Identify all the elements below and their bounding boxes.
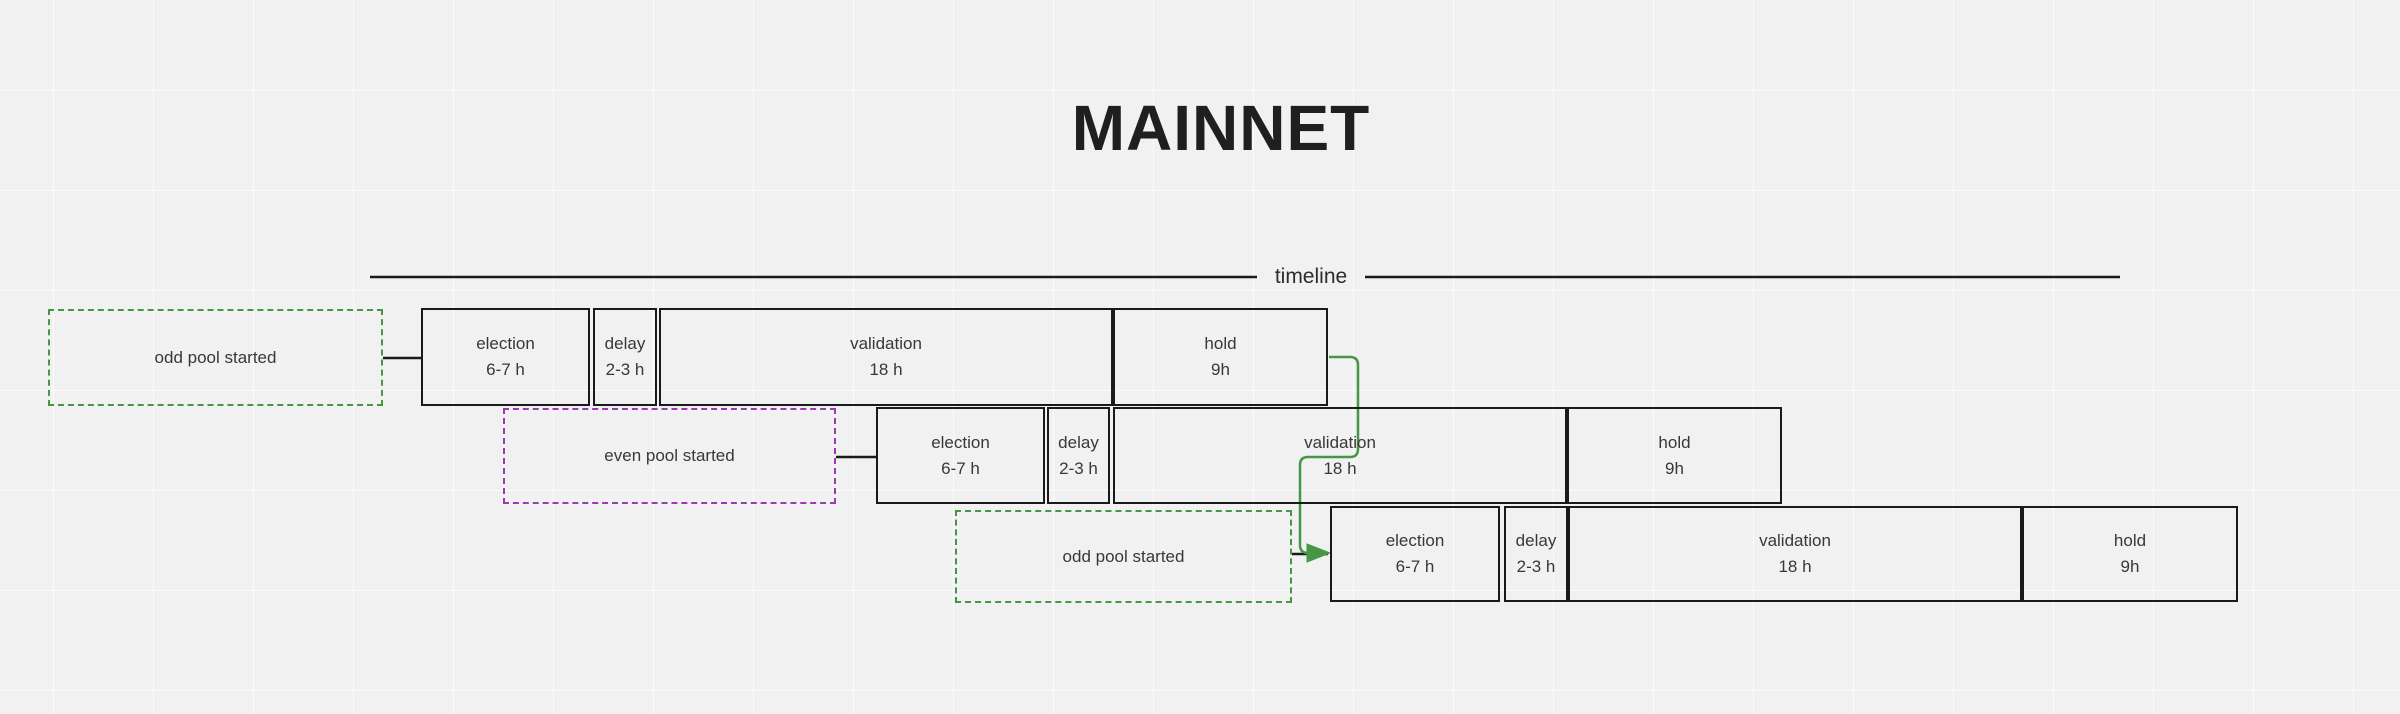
- stage-hold-row2: hold 9h: [1567, 407, 1782, 504]
- stage-name: validation: [850, 334, 922, 353]
- stage-name: delay: [604, 334, 646, 353]
- stage-duration: 2-3 h: [1059, 458, 1098, 478]
- arrowhead-icon: [1306, 543, 1332, 563]
- stage-duration: 9h: [2120, 557, 2140, 576]
- stage-name: hold: [1658, 432, 1691, 452]
- stage-name: validation: [1304, 432, 1376, 452]
- stage-election-row1: election 6-7 h: [421, 308, 590, 406]
- trigger-odd-pool-started-2: odd pool started: [955, 510, 1292, 603]
- stage-duration: 9h: [1665, 458, 1684, 478]
- trigger-label: odd pool started: [1062, 546, 1185, 566]
- diagram-title: MAINNET: [1071, 92, 1371, 164]
- stage-duration: 6-7 h: [486, 360, 525, 379]
- stage-name: delay: [1058, 432, 1099, 452]
- stage-name: election: [931, 432, 990, 452]
- stage-name: hold: [2113, 531, 2147, 550]
- trigger-label: odd pool started: [154, 347, 277, 367]
- stage-delay-row1: delay 2-3 h: [593, 308, 657, 406]
- stage-name: election: [1385, 531, 1445, 550]
- stage-duration: 2-3 h: [1516, 557, 1556, 576]
- stage-duration: 18 h: [869, 360, 903, 379]
- stage-election-row2: election 6-7 h: [876, 407, 1045, 504]
- stage-name: hold: [1204, 334, 1237, 353]
- stage-election-row3: election 6-7 h: [1330, 506, 1500, 602]
- stage-name: validation: [1759, 531, 1831, 550]
- stage-duration: 18 h: [1778, 557, 1812, 576]
- stage-duration: 9h: [1211, 360, 1230, 379]
- stage-name: delay: [1515, 531, 1557, 550]
- stage-hold-row3: hold 9h: [2022, 506, 2238, 602]
- stage-name: election: [476, 334, 535, 353]
- trigger-label: even pool started: [604, 446, 735, 465]
- stage-duration: 2-3 h: [605, 360, 645, 379]
- stage-duration: 18 h: [1323, 458, 1357, 478]
- trigger-odd-pool-started-1: odd pool started: [48, 309, 383, 406]
- stage-duration: 6-7 h: [1395, 557, 1435, 576]
- stage-hold-row1: hold 9h: [1113, 308, 1328, 406]
- stage-delay-row2: delay 2-3 h: [1047, 407, 1110, 504]
- stage-duration: 6-7 h: [941, 458, 980, 478]
- stage-validation-row3: validation 18 h: [1568, 506, 2022, 602]
- stage-delay-row3: delay 2-3 h: [1504, 506, 1568, 602]
- timeline-label: timeline: [1274, 265, 1348, 288]
- trigger-even-pool-started: even pool started: [503, 408, 836, 504]
- stage-validation-row1: validation 18 h: [659, 308, 1113, 406]
- stage-validation-row2: validation 18 h: [1113, 407, 1567, 504]
